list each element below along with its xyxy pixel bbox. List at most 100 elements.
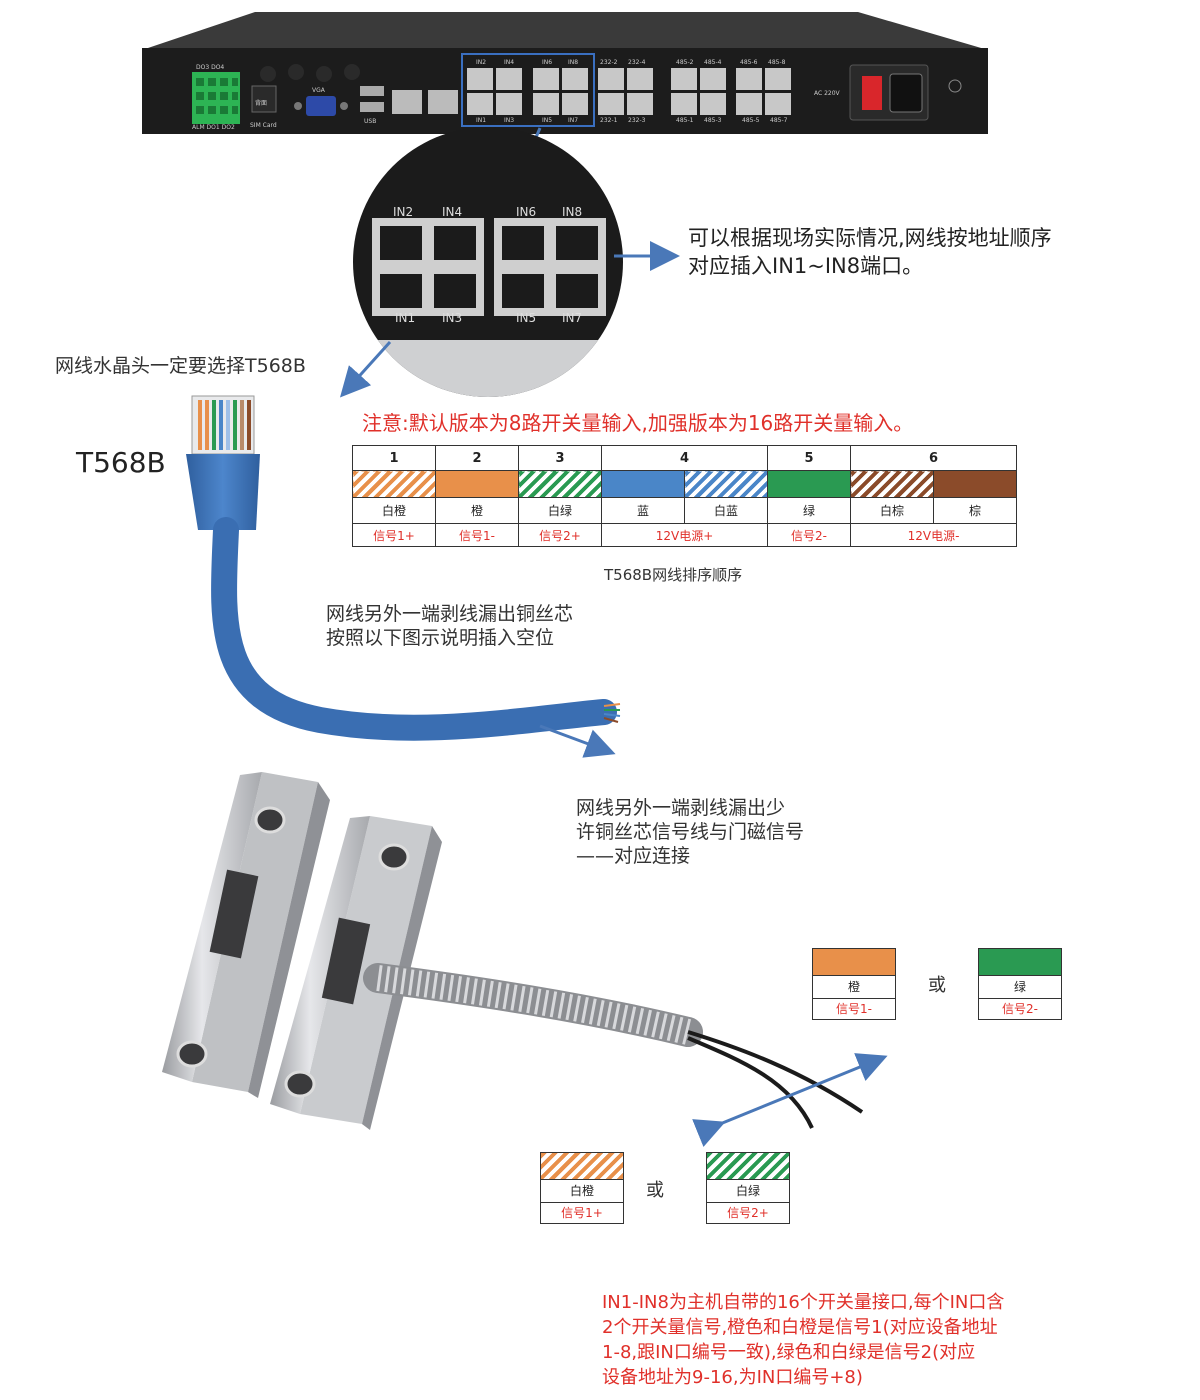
strip-note: 网线另外一端剥线漏出铜丝芯 按照以下图示说明插入空位	[326, 603, 574, 649]
swatch-brown	[933, 470, 1018, 498]
label-485-5: 485-5	[742, 117, 760, 124]
label-485-7: 485-7	[770, 117, 788, 124]
signal-cell: 信号1+	[352, 523, 436, 547]
swatch-green	[767, 470, 852, 498]
wire-name: 橙	[435, 497, 519, 524]
table-header-cell: 3	[518, 445, 602, 471]
signal-cell: 12V电源+	[600, 523, 769, 547]
swatch-white-green	[518, 470, 602, 498]
mini-signal: 信号2-	[1002, 1002, 1038, 1016]
signal-cell: 信号2-	[767, 523, 852, 547]
signal-cell: 信号2+	[518, 523, 602, 547]
strip-note-2: 网线另外一端剥线漏出少 许铜丝芯信号线与门磁信号 ——对应连接	[576, 797, 805, 867]
or-label: 或	[928, 975, 946, 996]
mini-name: 绿	[979, 976, 1061, 999]
swatch-white-orange	[352, 470, 436, 498]
label-in1: IN1	[476, 117, 487, 124]
wire-name: 绿	[767, 497, 852, 524]
label-in2: IN2	[476, 59, 487, 66]
t568b-table: 1 2 3 4 5 6 白橙 橙 白绿 蓝 白蓝 绿 白棕 棕 信号1+ 信号1…	[352, 445, 1018, 547]
table-caption: T568B网线排序顺序	[604, 566, 743, 584]
label-485-8: 485-8	[768, 59, 786, 66]
mini-block-green: 绿 信号2-	[978, 948, 1062, 1020]
label-alm-do: ALM DO1 DO2	[192, 124, 235, 131]
label-in5: IN5	[542, 117, 553, 124]
vga-port	[306, 96, 336, 116]
table-header-row: 1 2 3 4 5 6	[352, 445, 1018, 471]
label-side: 背面	[255, 100, 268, 107]
in-port-highlight	[461, 53, 595, 127]
label-485-6: 485-6	[740, 59, 758, 66]
signal-cell: 信号1-	[435, 523, 519, 547]
label-232-2: 232-2	[600, 59, 618, 66]
t568b-label: T568B	[76, 446, 166, 479]
wire-name: 白棕	[850, 497, 935, 524]
zoom-label-in3: IN3	[442, 311, 463, 325]
label-232-3: 232-3	[628, 117, 646, 124]
swatch-white-brown	[850, 470, 935, 498]
label-in7: IN7	[568, 117, 579, 124]
zoom-label-in6: IN6	[516, 205, 537, 219]
zoom-label-in7: IN7	[562, 311, 583, 325]
or-label: 或	[646, 1180, 664, 1201]
label-usb: USB	[364, 118, 377, 125]
table-header-cell: 2	[435, 445, 519, 471]
label-485-4: 485-4	[704, 59, 722, 66]
table-header-cell: 6	[850, 445, 1018, 471]
wire-name: 白蓝	[683, 497, 769, 524]
power-switch	[862, 76, 882, 110]
swatch-blue	[601, 470, 685, 498]
rj45-connector	[186, 395, 260, 530]
zoom-label-in4: IN4	[442, 205, 463, 219]
bottom-note: IN1-IN8为主机自带的16个开关量接口,每个IN口含 2个开关量信号,橙色和…	[602, 1292, 1005, 1388]
wire-name: 白橙	[352, 497, 436, 524]
mini-name: 白橙	[541, 1180, 623, 1203]
device-chassis	[142, 12, 988, 134]
signal-cell: 12V电源-	[850, 523, 1018, 547]
mini-swatch	[979, 949, 1061, 976]
mini-block-white-green: 白绿 信号2+	[706, 1152, 790, 1224]
table-signal-row: 信号1+ 信号1- 信号2+ 12V电源+ 信号2- 12V电源-	[352, 523, 1018, 547]
wire-name: 棕	[933, 497, 1018, 524]
sensor-spring	[363, 963, 703, 1047]
table-name-row: 白橙 橙 白绿 蓝 白蓝 绿 白棕 棕	[352, 497, 1018, 524]
swatch-white-blue	[683, 470, 769, 498]
label-vga: VGA	[312, 87, 325, 94]
port-note: 可以根据现场实际情况,网线按地址顺序 对应插入IN1~IN8端口。	[688, 226, 1052, 278]
mini-name: 橙	[813, 976, 895, 999]
port-zoom-circle	[353, 127, 623, 397]
mini-swatch	[541, 1153, 623, 1180]
label-232-1: 232-1	[600, 117, 618, 124]
swatch-orange	[435, 470, 519, 498]
zoom-label-in8: IN8	[562, 205, 583, 219]
mini-signal: 信号2+	[727, 1206, 769, 1220]
label-in4: IN4	[504, 59, 515, 66]
table-swatch-row	[352, 470, 1018, 498]
crystal-head-note: 网线水晶头一定要选择T568B	[55, 355, 306, 377]
zoom-label-in2: IN2	[393, 205, 414, 219]
zoom-label-in1: IN1	[395, 311, 416, 325]
label-power: AC 220V	[814, 90, 840, 97]
label-in8: IN8	[568, 59, 579, 66]
mini-swatch	[707, 1153, 789, 1180]
mini-block-orange: 橙 信号1-	[812, 948, 896, 1020]
notice-text: 注意:默认版本为8路开关量输入,加强版本为16路开关量输入。	[362, 411, 914, 435]
label-485-3: 485-3	[704, 117, 722, 124]
mini-name: 白绿	[707, 1180, 789, 1203]
label-in6: IN6	[542, 59, 553, 66]
rj45-port-group	[467, 68, 791, 115]
door-magnet-sensor	[162, 772, 442, 1130]
mini-block-white-orange: 白橙 信号1+	[540, 1152, 624, 1224]
label-485-2: 485-2	[676, 59, 694, 66]
table-header-cell: 1	[352, 445, 436, 471]
network-cable	[211, 517, 617, 741]
label-485-1: 485-1	[676, 117, 694, 124]
mini-signal: 信号1+	[561, 1206, 603, 1220]
label-in3: IN3	[504, 117, 515, 124]
mini-signal: 信号1-	[836, 1002, 872, 1016]
zoom-label-in5: IN5	[516, 311, 537, 325]
wire-name: 白绿	[518, 497, 602, 524]
label-do3-do4: DO3 DO4	[196, 64, 225, 71]
label-232-4: 232-4	[628, 59, 646, 66]
